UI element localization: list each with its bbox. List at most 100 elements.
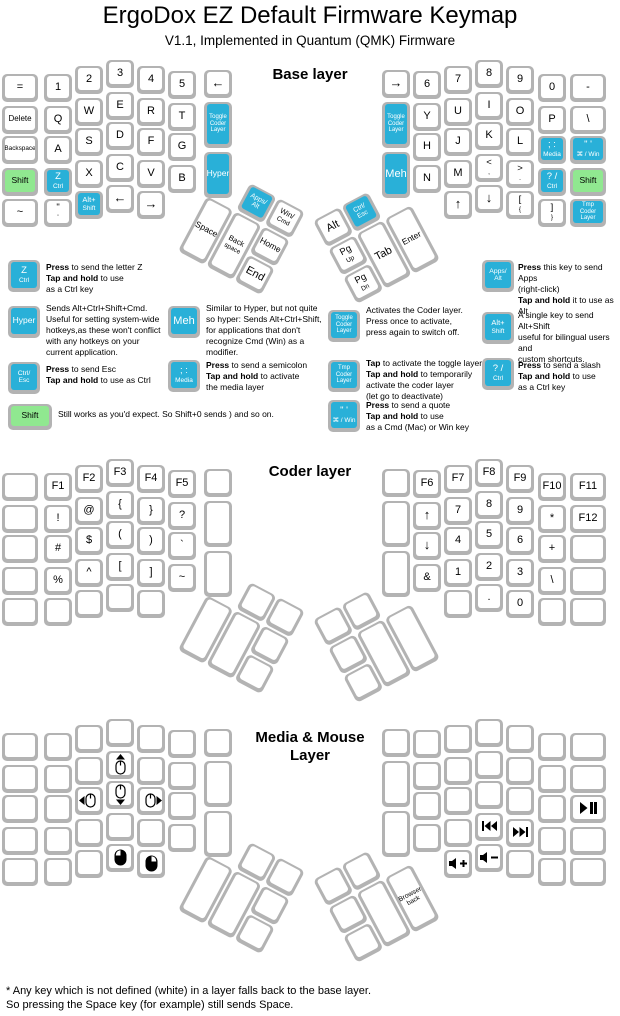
legend-text-segment: to send a semicolon: [231, 360, 308, 370]
key-m: M: [444, 160, 472, 188]
key-label: H: [423, 139, 431, 152]
keycap: B: [171, 167, 193, 189]
key-label: Ctrl: [546, 182, 558, 190]
keycap: [573, 860, 603, 882]
keycap: [447, 852, 469, 874]
key-label: \: [586, 112, 590, 125]
mouse-btn-left-icon: [114, 849, 127, 866]
key-symbol: ~: [168, 564, 196, 592]
key-symbol: <,: [475, 154, 503, 182]
key-label: `: [180, 538, 184, 551]
key-symbol: "': [44, 199, 72, 227]
key-symbol: &: [413, 564, 441, 592]
keycap: W: [78, 100, 100, 122]
keycap: 2: [478, 555, 500, 577]
key-blank: [2, 827, 38, 855]
keycap: [478, 753, 500, 775]
legend-text-segment: Tap and hold: [206, 371, 259, 382]
key-label: Ctrl/: [17, 369, 31, 377]
keycap: T: [171, 105, 193, 127]
key-label: ↓: [423, 536, 431, 552]
key-label: A: [54, 142, 62, 155]
keycap: [5, 475, 35, 497]
key-symbol: ←: [106, 185, 134, 213]
key-blank: [44, 827, 72, 855]
key-label: <: [486, 157, 492, 169]
key-label: V: [147, 166, 155, 179]
key-label: ]: [149, 565, 153, 578]
key-label: J: [455, 134, 461, 147]
key-label: 5: [485, 527, 493, 540]
keycap: ]: [140, 561, 162, 583]
key-blank: [137, 725, 165, 753]
key-win: " '⌘ / Win: [328, 400, 360, 432]
key-blank: [2, 733, 38, 761]
key-label: X: [85, 166, 93, 179]
keycap: [109, 815, 131, 837]
key-blank: [2, 505, 38, 533]
key-n: N: [413, 165, 441, 193]
keycap: [573, 829, 603, 851]
keycap: 8: [478, 493, 500, 515]
key-label: ⌘ / Win: [576, 150, 600, 158]
mouse-down-icon: [113, 783, 128, 805]
key-label: .: [487, 590, 491, 603]
key-mouse-right: [137, 787, 165, 815]
key-symbol: @: [75, 497, 103, 525]
layer-label: Coder layer: [268, 463, 352, 480]
keycap: O: [509, 100, 531, 122]
keycap: 7: [447, 68, 469, 90]
key-8: 8: [475, 491, 503, 519]
key-label: Ctrl: [18, 276, 30, 284]
key-blank: [137, 819, 165, 847]
keycap: {: [109, 493, 131, 515]
legend-text-segment: Press: [366, 400, 390, 410]
key-blank: [44, 598, 72, 626]
legend-text-segment: Press: [518, 360, 542, 370]
key-blank: [570, 535, 606, 563]
keycap: [: [109, 555, 131, 577]
key-blank: [444, 819, 472, 847]
key-label: ; :: [548, 139, 556, 151]
legend-text-segment: to use as a Ctrl key: [518, 371, 596, 393]
key-f2: F2: [75, 465, 103, 493]
key-label: %: [53, 573, 63, 586]
key-label: ↓: [485, 189, 493, 205]
keycap: K: [478, 124, 500, 146]
key-symbol: ^: [75, 559, 103, 587]
key-c: C: [106, 154, 134, 182]
key-label: W: [83, 104, 95, 117]
key-label: P: [548, 112, 556, 125]
keycap: F5: [171, 472, 193, 494]
key-label: Alt+: [82, 195, 96, 205]
keycap: .: [478, 586, 500, 608]
key-blank: [382, 551, 410, 597]
key-label: N: [423, 171, 431, 184]
keycap: [509, 727, 531, 749]
key-label: Shift: [82, 204, 96, 212]
key-label: M: [453, 166, 463, 179]
key-label: F3: [113, 465, 127, 478]
key-label: +: [548, 541, 556, 554]
key-label: ): [149, 533, 153, 546]
key-label: " ': [584, 139, 592, 151]
key-mouse-btn-right: [137, 850, 165, 878]
keycap: [47, 797, 69, 819]
key-label: [: [118, 559, 122, 572]
keycap: [573, 537, 603, 559]
key-shift: Shift: [8, 404, 52, 430]
key-meh: Meh: [382, 152, 410, 198]
key-blank: [538, 598, 566, 626]
key-symbol: $: [75, 527, 103, 555]
key-blank: [570, 827, 606, 855]
key-blank: [413, 792, 441, 820]
key-1: 1: [44, 74, 72, 102]
key-blank: [506, 787, 534, 815]
key-label: F12: [578, 511, 598, 524]
key-label: F4: [144, 471, 158, 484]
